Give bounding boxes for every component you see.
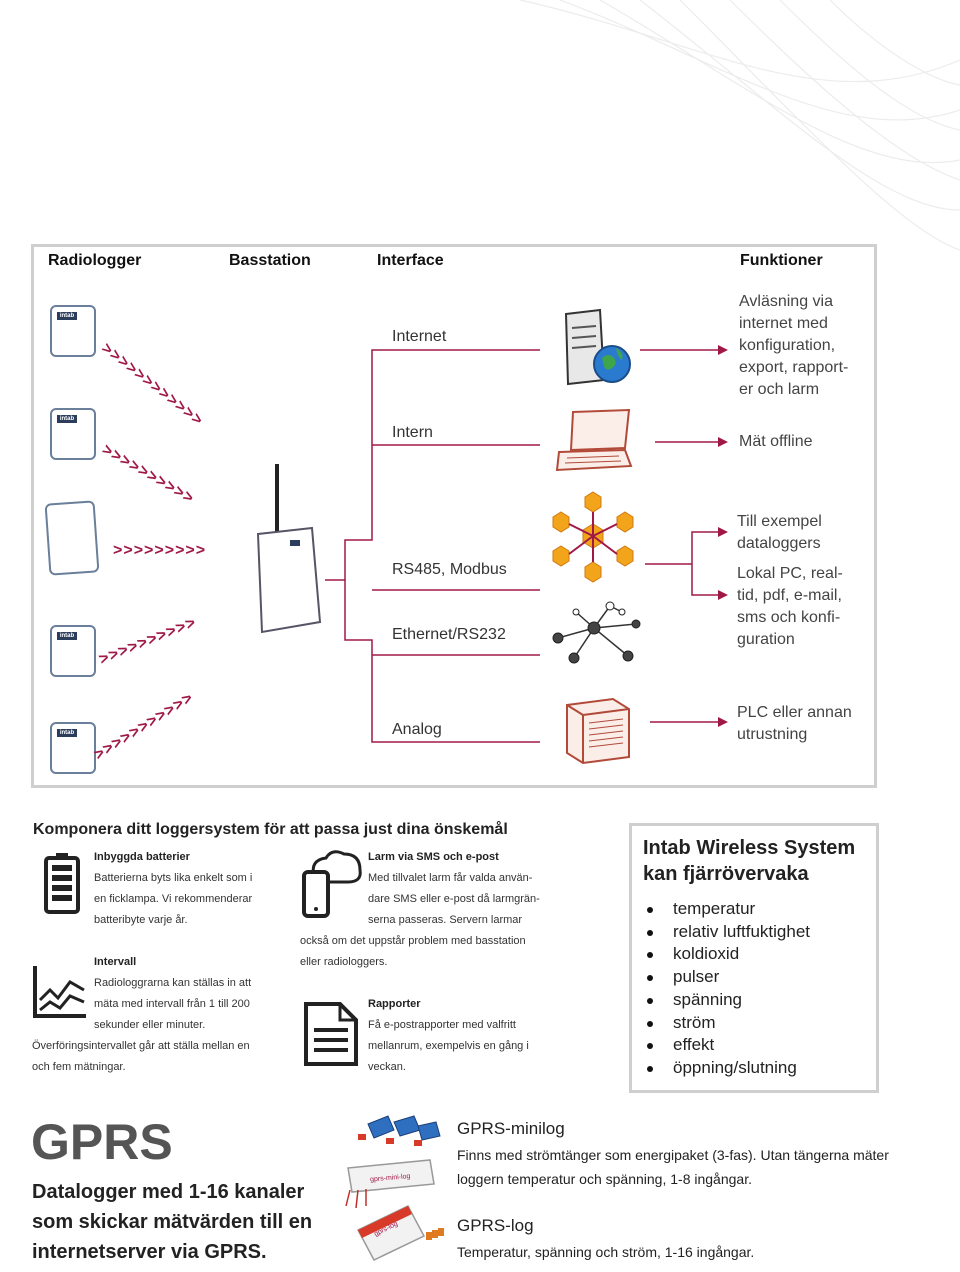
base-station-icon [256,464,322,634]
background-swirl [519,0,960,251]
wireless-measurement-list: temperatur relativ luftfuktighet koldiox… [645,898,810,1080]
interface-rs485: RS485, Modbus [392,561,507,578]
gprs-minilog-text: Finns med strömtänger som energipaket (3… [457,1147,889,1187]
list-item: pulser [645,966,810,989]
features-title: Komponera ditt loggersystem för att pass… [33,821,508,838]
header-radiologger: Radiologger [48,252,142,269]
interface-analog: Analog [392,721,442,738]
reports-text: Få e-postrapporter med valfritt mellanru… [368,1019,529,1073]
reports-heading: Rapporter [368,998,421,1010]
phone-cloud-icon [302,850,362,918]
header-basstation: Basstation [229,252,311,269]
connection-lines [325,345,728,743]
battery-heading: Inbyggda batterier [94,851,190,863]
radiologger-device: intab [50,722,96,774]
function-offline-text: Mät offline [739,433,813,450]
interval-chart-icon [33,966,86,1018]
network-nodes-icon [552,601,641,664]
system-diagram-frame [31,244,877,788]
gprs-log-heading: GPRS-log [457,1216,534,1235]
alarm-text-continued: också om det uppstår problem med basstat… [300,935,526,968]
gprs-title: GPRS [31,1114,173,1170]
list-item: effekt [645,1034,810,1057]
svg-text:gprs-mini-log: gprs-mini-log [370,1173,411,1184]
gprs-log-text: Temperatur, spänning och ström, 1-16 ing… [457,1244,755,1260]
gprs-devices-image: gprs-mini-log gprs-log [345,1115,444,1261]
radiologger-device: intab [50,305,96,357]
radiologger-device [44,500,100,576]
list-item: relativ luftfuktighet [645,921,810,944]
list-item: temperatur [645,898,810,921]
battery-icon [44,853,80,914]
interface-internet: Internet [392,328,447,345]
interface-ethernet: Ethernet/RS232 [392,626,506,643]
battery-text: Batterierna byts lika enkelt som i en fi… [94,872,253,926]
interval-text: Radiologgrarna kan ställas in att mäta m… [94,977,252,1031]
laptop-icon [555,408,633,472]
signal-chevrons: >>>>>>>>> [113,542,207,559]
list-item: ström [645,1012,810,1035]
header-funktioner: Funktioner [740,252,823,269]
list-item: koldioxid [645,943,810,966]
function-plc-text: PLC eller annan utrustning [737,704,852,743]
server-globe-icon [564,308,631,386]
header-interface: Interface [377,252,444,269]
function-internet-text: Avläsning via internet med konfiguration… [739,293,849,398]
radiologger-device: intab [50,625,96,677]
interface-intern: Intern [392,424,433,441]
list-item: öppning/slutning [645,1057,810,1080]
wireless-system-box [629,823,879,1093]
list-item: spänning [645,989,810,1012]
report-document-icon [304,1002,358,1066]
function-local-text: Lokal PC, real- tid, pdf, e-mail, sms oc… [737,565,843,648]
interval-heading: Intervall [94,956,137,968]
gprs-minilog-heading: GPRS-minilog [457,1119,565,1138]
radiologger-device: intab [50,408,96,460]
interval-text-continued: Överföringsintervallet går att ställa me… [32,1040,250,1073]
wireless-title: Intab Wireless System kan fjärrövervaka [643,837,856,885]
alarm-text: Med tillvalet larm får valda använ- dare… [368,872,540,926]
network-hex-icon [552,491,634,583]
plc-device-icon [566,697,630,765]
alarm-heading: Larm via SMS och e-post [368,851,499,863]
function-example-text: Till exempel dataloggers [737,513,822,552]
gprs-subtitle: Datalogger med 1-16 kanaler som skickar … [32,1181,313,1263]
